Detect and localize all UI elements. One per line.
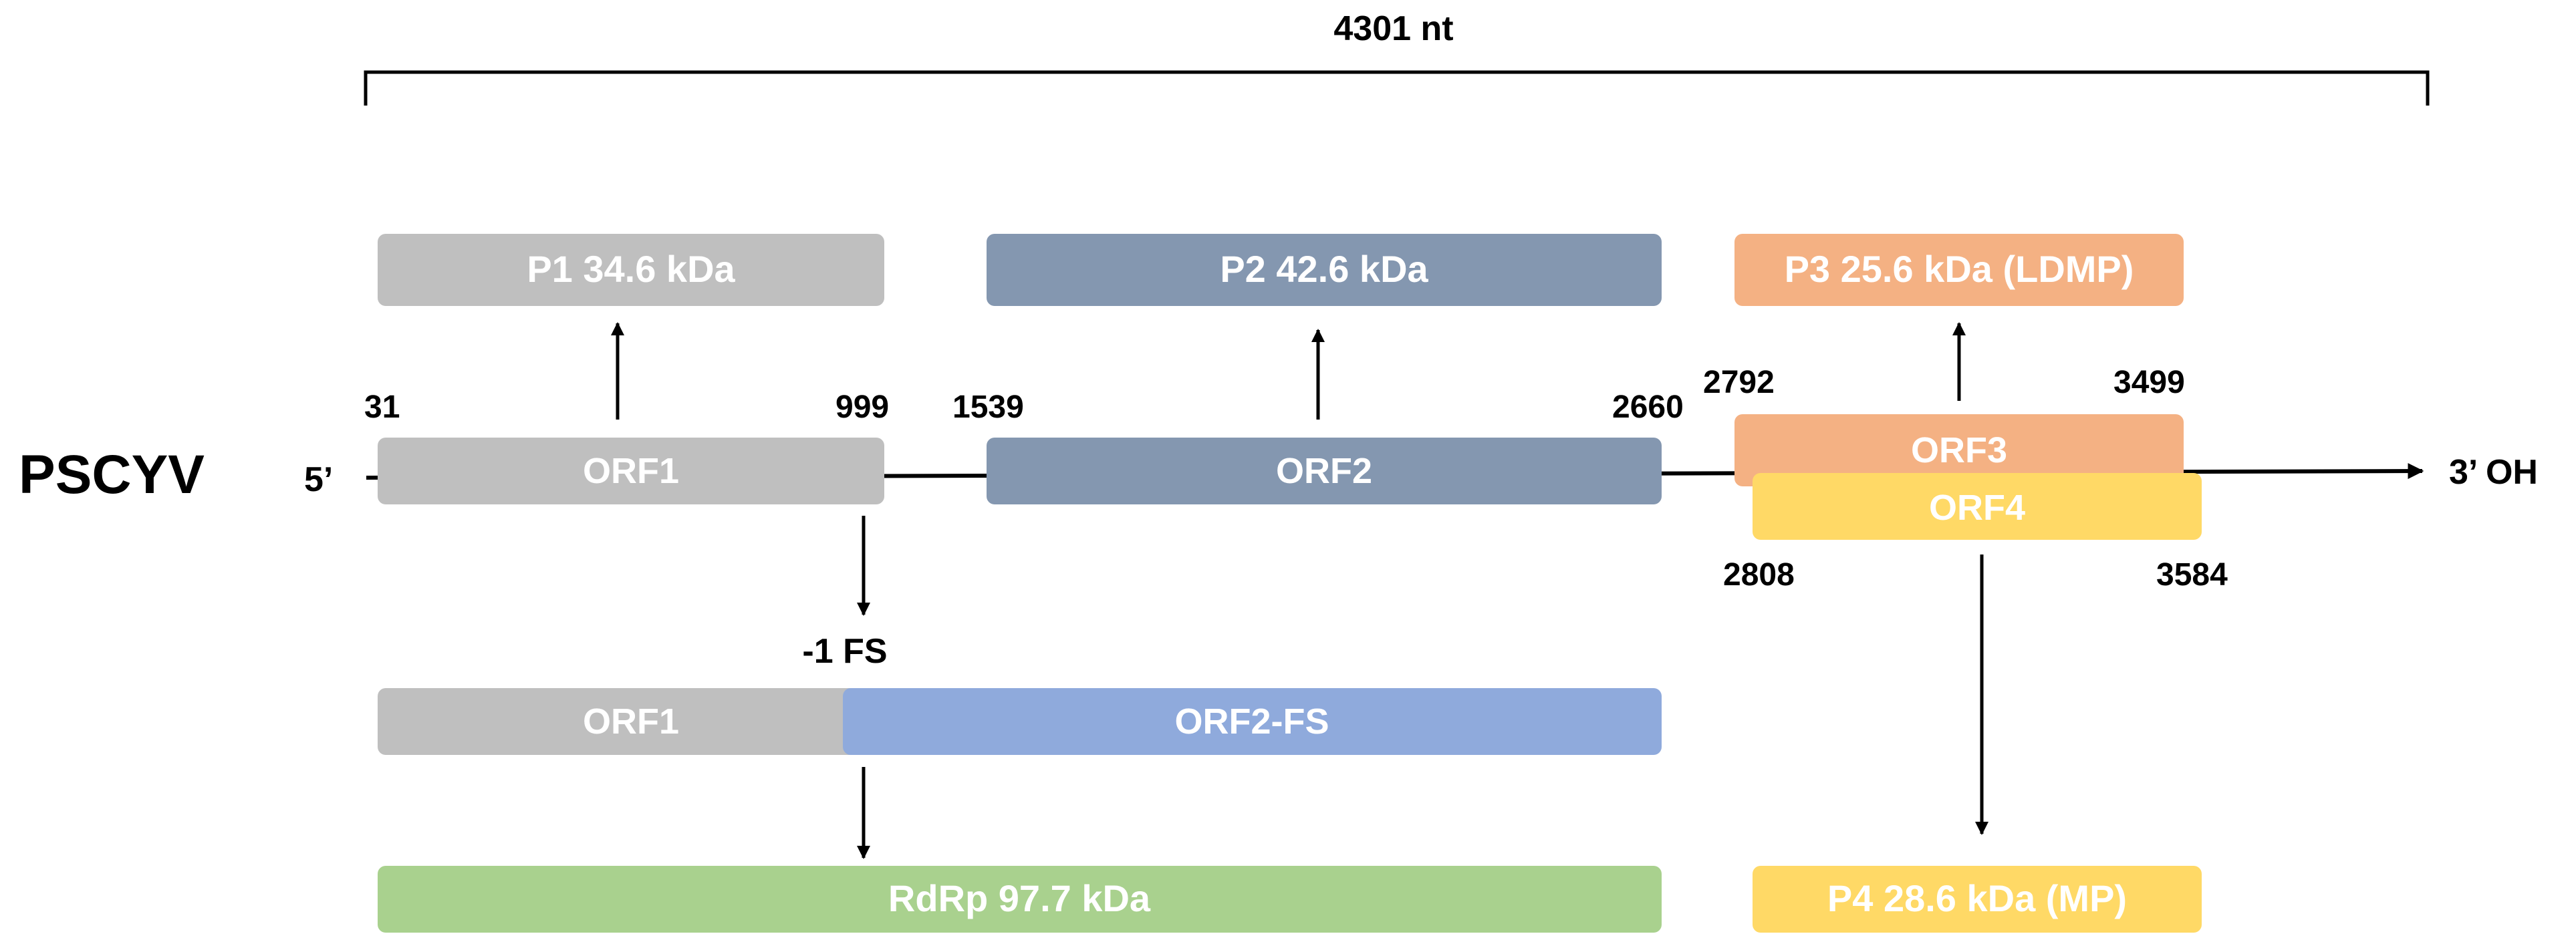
- rdrp-protein-box: [378, 866, 1662, 933]
- virus-name: PSCYV: [19, 444, 205, 505]
- p4-protein-label: P4 28.6 kDa (MP): [1827, 877, 2127, 919]
- frameshift-label: -1 FS: [802, 632, 887, 671]
- orf2-start-position: 1539: [952, 389, 1024, 425]
- orf2-box: [987, 438, 1662, 504]
- p1-protein-label: P1 34.6 kDa: [527, 248, 735, 290]
- p4-protein-box: [1753, 866, 2202, 933]
- p3-protein-label: P3 25.6 kDa (LDMP): [1785, 248, 2134, 290]
- orf2-label: ORF2: [1276, 451, 1372, 491]
- orf2-fs-box: [843, 688, 1662, 755]
- frameshift-orf1-label: ORF1: [583, 701, 679, 742]
- orf2-end-position: 2660: [1612, 389, 1684, 425]
- p1-protein-box: [378, 234, 884, 306]
- genome-length-bracket: [364, 70, 2430, 106]
- orf3-box: [1734, 414, 2184, 486]
- five-prime-label: 5’: [304, 460, 333, 499]
- rdrp-protein-label: RdRp 97.7 kDa: [888, 877, 1151, 919]
- orf1-start-position: 31: [364, 389, 400, 425]
- three-prime-label: 3’ OH: [2449, 453, 2538, 492]
- orf1-end-position: 999: [835, 389, 889, 425]
- genome-length-label: 4301 nt: [1333, 9, 1453, 48]
- p3-protein-box: [1734, 234, 2184, 306]
- orf4-end-position: 3584: [2156, 557, 2228, 593]
- orf4-label: ORF4: [1929, 488, 2025, 528]
- orf1-box: [378, 438, 884, 504]
- orf3-label: ORF3: [1911, 430, 2007, 470]
- orf4-start-position: 2808: [1723, 557, 1795, 593]
- orf2-fs-label: ORF2-FS: [1174, 701, 1329, 742]
- frameshift-orf1-box: [378, 688, 912, 755]
- orf4-box: [1753, 473, 2202, 540]
- orf3-start-position: 2792: [1703, 365, 1775, 400]
- orf1-label: ORF1: [583, 451, 679, 491]
- orf3-end-position: 3499: [2113, 365, 2185, 400]
- p2-protein-box: [987, 234, 1662, 306]
- p2-protein-label: P2 42.6 kDa: [1220, 248, 1428, 290]
